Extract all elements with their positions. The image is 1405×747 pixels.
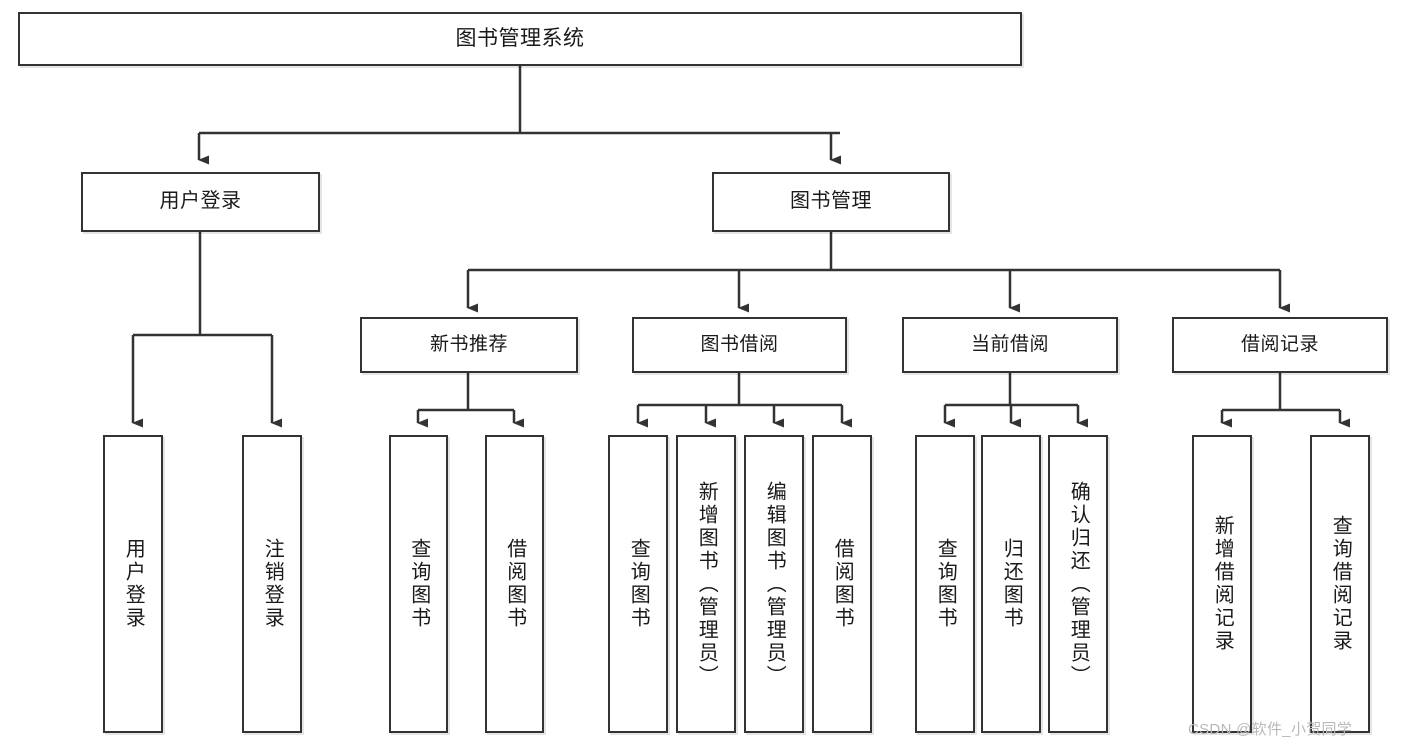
- node-label: 确认归还（管理员）: [1067, 480, 1090, 688]
- node-label: 借阅图书: [831, 538, 854, 630]
- leaf-record-query-record[interactable]: 查询借阅记录: [1310, 435, 1370, 733]
- node-book-management[interactable]: 图书管理: [712, 172, 950, 232]
- leaf-current-query-book[interactable]: 查询图书: [915, 435, 975, 733]
- node-label: 查询图书: [407, 538, 430, 630]
- node-label: 图书借阅: [700, 333, 779, 355]
- watermark: CSDN @软件_小贺同学: [1188, 721, 1353, 738]
- node-label: 用户登录: [159, 190, 242, 213]
- node-new-book-recommend[interactable]: 新书推荐: [360, 317, 578, 373]
- node-user-login[interactable]: 用户登录: [81, 172, 320, 232]
- leaf-recommend-borrow-book[interactable]: 借阅图书: [485, 435, 544, 733]
- node-label: 借阅记录: [1240, 333, 1319, 355]
- leaf-recommend-query-book[interactable]: 查询图书: [389, 435, 448, 733]
- leaf-borrow-query-book[interactable]: 查询图书: [608, 435, 668, 733]
- node-label: 归还图书: [1000, 538, 1023, 630]
- node-label: 图书管理: [790, 190, 872, 213]
- node-label: 图书管理系统: [455, 26, 585, 50]
- node-label: 借阅图书: [503, 538, 526, 630]
- node-label: 查询图书: [627, 538, 650, 630]
- node-book-borrow[interactable]: 图书借阅: [632, 317, 847, 373]
- node-label: 新增借阅记录: [1211, 515, 1234, 653]
- node-label: 新增图书（管理员）: [695, 480, 718, 688]
- node-label: 用户登录: [122, 538, 145, 630]
- node-current-borrow[interactable]: 当前借阅: [902, 317, 1118, 373]
- leaf-user-login-login[interactable]: 用户登录: [103, 435, 163, 733]
- leaf-record-add-record[interactable]: 新增借阅记录: [1192, 435, 1252, 733]
- leaf-borrow-edit-book-admin[interactable]: 编辑图书（管理员）: [744, 435, 804, 733]
- node-label: 查询图书: [934, 538, 957, 630]
- leaf-borrow-add-book-admin[interactable]: 新增图书（管理员）: [676, 435, 736, 733]
- node-label: 编辑图书（管理员）: [763, 480, 786, 688]
- leaf-borrow-borrow-book[interactable]: 借阅图书: [812, 435, 872, 733]
- leaf-current-confirm-return-admin[interactable]: 确认归还（管理员）: [1048, 435, 1108, 733]
- node-borrow-record[interactable]: 借阅记录: [1172, 317, 1388, 373]
- leaf-user-login-logout[interactable]: 注销登录: [242, 435, 302, 733]
- leaf-current-return-book[interactable]: 归还图书: [981, 435, 1041, 733]
- node-label: 注销登录: [261, 538, 284, 630]
- node-label: 查询借阅记录: [1329, 515, 1352, 653]
- node-label: 当前借阅: [970, 333, 1049, 355]
- node-root-system[interactable]: 图书管理系统: [18, 12, 1022, 66]
- node-label: 新书推荐: [429, 333, 508, 355]
